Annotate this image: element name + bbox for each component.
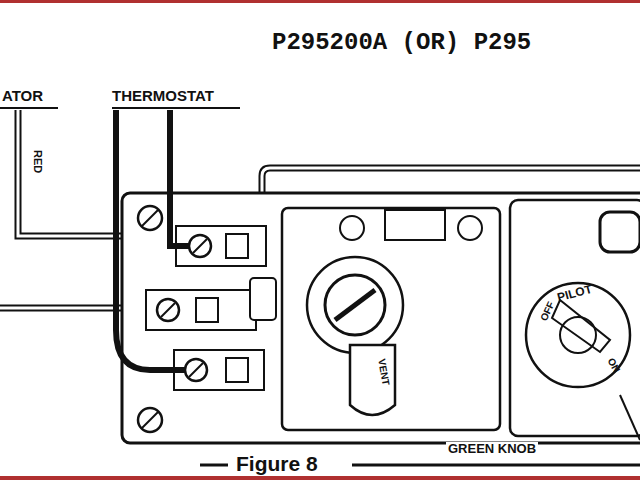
wire-label: ATOR: [2, 88, 43, 105]
wire-color: RED: [32, 148, 44, 175]
part-label: GREEN KNOB: [446, 442, 538, 456]
figure-title: P295200A (OR) P295: [272, 30, 531, 56]
figure-caption: Figure 8: [234, 452, 320, 475]
wire-label: THERMOSTAT: [112, 88, 214, 105]
